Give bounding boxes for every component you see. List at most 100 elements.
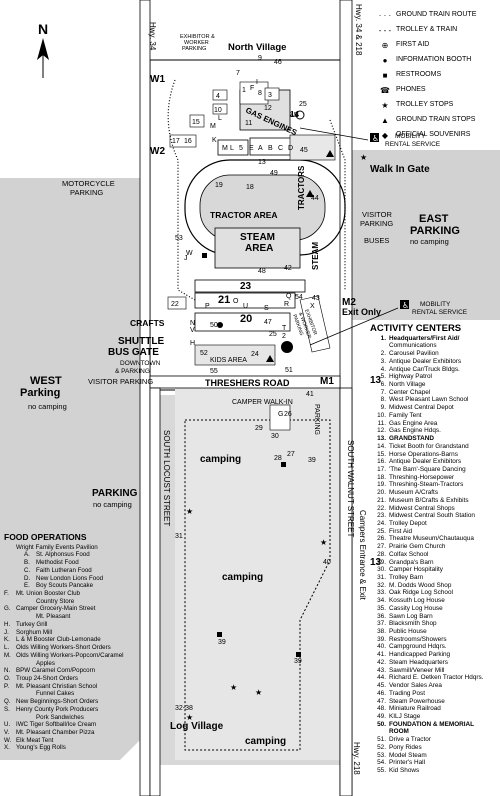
- marker-lO: O: [233, 298, 239, 305]
- gate-13-a: 13: [370, 375, 382, 386]
- gate-m2-exit: Exit Only: [342, 307, 381, 317]
- activity-center-name: GRANDSTAND: [389, 435, 434, 443]
- activity-center-name: Steam Powerhouse: [389, 697, 445, 705]
- marker-55: 55: [210, 368, 218, 375]
- activity-center-number: 44.: [377, 674, 386, 682]
- restroom-icon: [202, 253, 207, 258]
- activity-center-name: West Pleasant Lawn School: [389, 396, 469, 404]
- east-parking-2: PARKING: [410, 225, 460, 237]
- activity-center-name: Carousel Pavilion: [389, 350, 439, 358]
- food-operation-name: Methodist Food: [36, 559, 79, 567]
- activity-center-number: 6.: [380, 381, 386, 389]
- food-operation-letter: A.: [24, 551, 30, 559]
- activity-center-name: Grandpa's Barn: [389, 558, 434, 566]
- food-operation-letter: V.: [4, 728, 10, 736]
- activity-center-name: Center Chapel: [389, 388, 431, 396]
- tractors-label: TRACTORS: [297, 165, 306, 210]
- gate-13-b: 13: [370, 557, 382, 568]
- marker-10: 10: [214, 107, 222, 114]
- legend-label: RESTROOMS: [396, 71, 442, 78]
- activity-center-item: 40.Campground Hdqrs.: [370, 643, 496, 651]
- log-village-label: Log Village: [170, 721, 224, 732]
- marker-41: 41: [306, 391, 314, 398]
- building-ml5: [217, 139, 249, 156]
- activity-center-number: 37.: [377, 620, 386, 628]
- marker-39b: 39: [294, 658, 302, 665]
- activity-center-item: 7.Center Chapel: [370, 389, 496, 397]
- food-operation-item: C. Faith Lutheran Food: [4, 567, 204, 575]
- visitor-parking-1: VISITOR: [362, 210, 392, 219]
- food-operation-name: Mt. Pleasant: [36, 613, 71, 621]
- activity-center-number: 45.: [377, 682, 386, 690]
- activity-center-number: 38.: [377, 628, 386, 636]
- food-operations-panel: FOOD OPERATIONS Wright Family Events Pav…: [4, 533, 204, 752]
- activity-center-number: 27.: [377, 543, 386, 551]
- food-operation-item: S.Henry County Pork Producers: [4, 706, 204, 714]
- activity-center-item: 14.Ticket Booth for Grandstand: [370, 443, 496, 451]
- food-operation-name: Faith Lutheran Food: [36, 566, 92, 574]
- restroom-icon: ■: [382, 71, 388, 80]
- activity-center-name: Pony Rides: [389, 743, 422, 751]
- activity-center-item: 45.Vendor Sales Area: [370, 682, 496, 690]
- food-operation-name: Camper Grocery-Main Street: [16, 605, 96, 613]
- activity-center-number: 9.: [380, 404, 386, 412]
- souvenir-icon: ◆: [381, 131, 389, 140]
- activity-center-number: 14.: [377, 442, 386, 450]
- food-operation-name: Wright Family Events Pavilion: [16, 543, 98, 551]
- activity-center-number: 40.: [377, 643, 386, 651]
- activity-center-name: North Village: [389, 381, 426, 389]
- mobility-bottom-2: RENTAL SERVICE: [412, 309, 468, 316]
- east-no-camping: no camping: [410, 237, 449, 246]
- legend-label: PHONES: [396, 86, 426, 93]
- activity-center-name: Trolley Depot: [389, 519, 427, 527]
- marker-19: 19: [215, 182, 223, 189]
- activity-center-name: Cassity Log House: [389, 604, 443, 612]
- activity-center-name: Ticket Booth for Grandstand: [389, 442, 469, 450]
- activity-center-number: 20.: [377, 489, 386, 497]
- activity-center-number: 1.: [380, 334, 386, 342]
- building-23: [194, 279, 306, 293]
- activity-center-item: 24.Trolley Depot: [370, 520, 496, 528]
- trolley-stop-icon: ★: [255, 688, 262, 697]
- marker-30: 30: [271, 433, 279, 440]
- food-operation-name: New London Lions Food: [36, 574, 104, 582]
- marker-40: 40: [323, 559, 331, 566]
- activity-center-name: Trolley Barn: [389, 574, 424, 581]
- activity-center-item: 20.Museum A/Crafts: [370, 489, 496, 497]
- food-operation-letter: U.: [4, 721, 11, 729]
- activity-center-name: ROOM: [389, 728, 409, 736]
- food-operation-letter: S.: [4, 705, 10, 713]
- marker-lI: I: [256, 79, 258, 86]
- marker-22: 22: [171, 301, 179, 308]
- west-parking-2: Parking: [20, 387, 60, 399]
- activity-centers-panel: ACTIVITY CENTERS 1.Headquarters/First Ai…: [370, 324, 496, 775]
- marker-48: 48: [258, 268, 266, 275]
- activity-center-number: 50.: [377, 720, 386, 728]
- food-operation-item: Q.New Beginnings-Short Orders: [4, 698, 204, 706]
- activity-center-number: 22.: [377, 504, 386, 512]
- camping-label-2: camping: [222, 572, 263, 583]
- activity-center-name: Handicapped Parking: [389, 651, 451, 659]
- south-walnut-label: SOUTH WALNUT STREET: [346, 440, 355, 537]
- food-operation-letter: C.: [24, 566, 31, 574]
- activity-center-item: 38.Public House: [370, 628, 496, 636]
- marker-54: 54: [295, 294, 303, 301]
- building-16-17: [169, 134, 197, 148]
- activity-center-name: Gas Engine Hdqs.: [389, 427, 441, 435]
- activity-center-name: Midwest Central Shops: [389, 504, 455, 512]
- food-operation-item: L.Olds Willing Workers-Short Orders: [4, 644, 204, 652]
- activity-center-name: Camper Hospitality: [389, 566, 443, 574]
- marker-12: 12: [264, 105, 272, 112]
- food-operation-item: Apples: [4, 660, 204, 668]
- activity-center-item: 9.Midwest Central Depot: [370, 404, 496, 412]
- activity-center-item: 33.Oak Ridge Log School: [370, 589, 496, 597]
- marker-lF: F: [250, 85, 254, 92]
- gate-w1: W1: [150, 74, 165, 85]
- marker-16: 16: [184, 138, 192, 145]
- hwy34-label: Hwy. 34: [148, 22, 157, 51]
- building-21: [194, 292, 296, 309]
- food-operation-letter: M.: [4, 651, 11, 659]
- marker-2: 2: [282, 333, 286, 340]
- activity-center-item: 6.North Village: [370, 381, 496, 389]
- compass: [37, 38, 49, 78]
